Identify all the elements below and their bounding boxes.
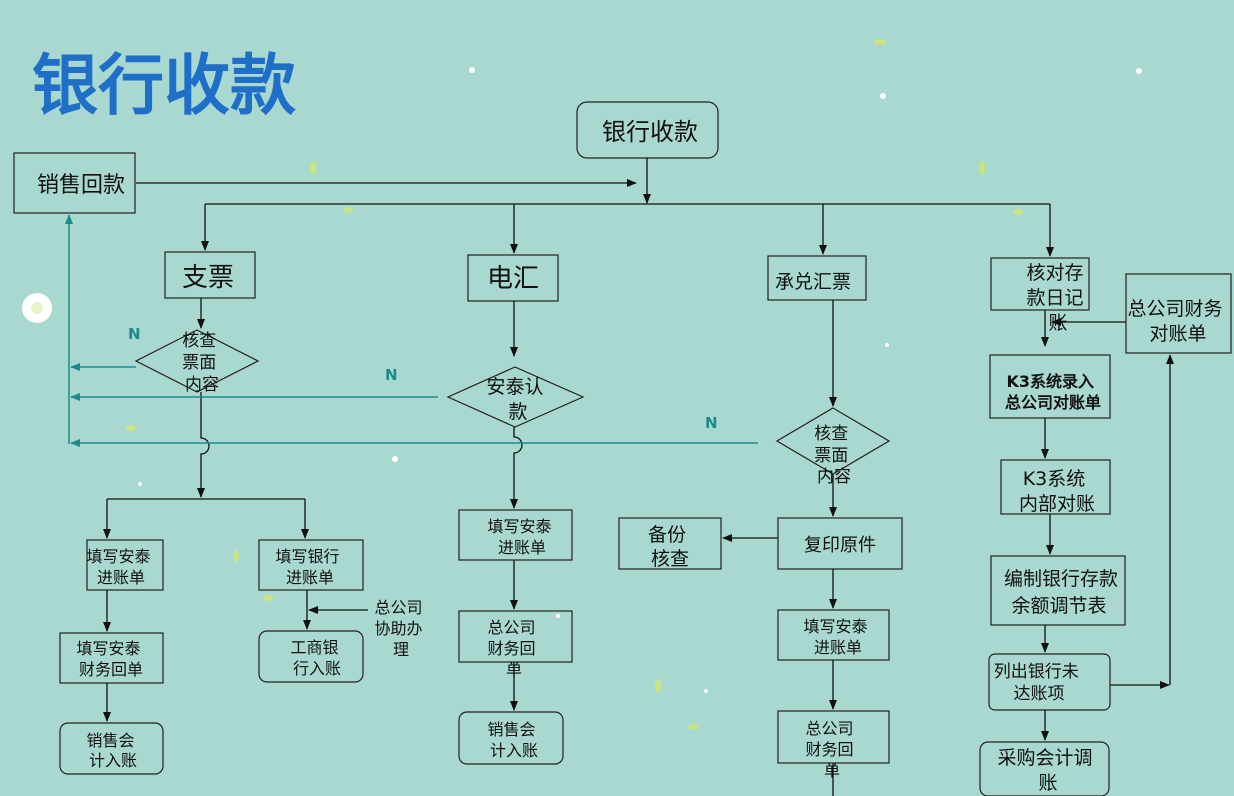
node-check-sales-accountant bbox=[59, 722, 164, 775]
node-list-outstanding bbox=[988, 653, 1111, 711]
label-wire: 电汇 bbox=[487, 264, 539, 294]
label-backup-verify: 备份 核查 bbox=[648, 524, 692, 570]
node-k3-internal bbox=[1000, 459, 1111, 515]
n-label-wire: N bbox=[385, 366, 398, 384]
label-sales-return: 销售回款 bbox=[37, 173, 125, 198]
label-wire-confirm: 安泰认 款 bbox=[486, 376, 549, 423]
label-acceptance-bill: 承兑汇票 bbox=[775, 271, 851, 293]
label-k3-entry: K3系统录入 总公司对账单 bbox=[1005, 372, 1101, 412]
label-k3-internal: K3系统 内部对账 bbox=[1019, 468, 1095, 515]
label-wire-hq-finance: 总公司 财务回 单 bbox=[487, 618, 540, 679]
edge-confirm-to-fill bbox=[510, 427, 523, 509]
flower-icon bbox=[22, 293, 52, 323]
node-check-fill-bank bbox=[258, 539, 364, 591]
label-wire-sales-accountant: 销售会 计入账 bbox=[487, 720, 540, 760]
node-hq-statement bbox=[1125, 273, 1232, 354]
label-bill-hq-finance: 总公司 财务回 单 bbox=[805, 719, 858, 780]
edge-check-verify-down bbox=[197, 392, 210, 498]
node-purchase-accountant bbox=[979, 741, 1110, 796]
label-bill-fill-antai: 填写安泰 进账单 bbox=[803, 617, 872, 657]
label-prepare-reconciliation: 编制银行存款 余额调节表 bbox=[1004, 568, 1124, 617]
node-verify-deposit-journal bbox=[990, 257, 1090, 311]
label-check-fill-bank: 填写银行 进账单 bbox=[275, 547, 344, 587]
decorative-dots bbox=[138, 67, 1142, 693]
node-backup-verify bbox=[618, 517, 722, 570]
node-wire-hq-finance bbox=[458, 610, 573, 663]
node-wire-antai-confirm bbox=[446, 366, 585, 428]
label-check-icbc-entry: 工商银 行入账 bbox=[290, 638, 343, 678]
label-check: 支票 bbox=[182, 263, 234, 293]
node-check-fill-antai-finance bbox=[59, 632, 164, 684]
node-wire-sales-accountant bbox=[458, 711, 564, 765]
label-copy-original: 复印原件 bbox=[804, 535, 876, 556]
node-k3-entry bbox=[989, 354, 1111, 419]
n-label-bill: N bbox=[705, 414, 718, 432]
label-check-sales-accountant: 销售会 计入账 bbox=[86, 731, 139, 770]
node-check-fill-antai bbox=[86, 539, 164, 591]
node-check bbox=[164, 251, 256, 299]
label-hq-assist: 总公司 协助办 理 bbox=[374, 598, 427, 659]
label-bill-verify: 核查 票面 内容 bbox=[814, 424, 853, 487]
node-check-icbc-entry bbox=[258, 630, 364, 683]
label-check-fill-antai-finance: 填写安泰 财务回单 bbox=[76, 639, 145, 679]
node-sales-return bbox=[13, 152, 136, 214]
page-title: 银行收款 bbox=[32, 47, 296, 124]
node-wire-fill-antai bbox=[458, 509, 573, 561]
node-acceptance-bill bbox=[767, 255, 867, 301]
label-wire-fill-antai: 填写安泰 进账单 bbox=[487, 517, 556, 557]
label-verify-journal: 核对存 款日记 账 bbox=[1026, 262, 1089, 334]
label-purchase-accountant: 采购会计调 账 bbox=[997, 747, 1098, 794]
decorative-petals bbox=[126, 39, 1023, 730]
label-bank-receipt: 银行收款 bbox=[602, 118, 698, 146]
node-check-verify-face bbox=[134, 329, 260, 393]
label-hq-statement: 总公司财务 对账单 bbox=[1127, 298, 1228, 345]
label-list-outstanding: 列出银行未 达账项 bbox=[994, 662, 1084, 704]
node-prepare-reconciliation bbox=[990, 555, 1126, 626]
node-copy-original bbox=[777, 517, 903, 570]
label-check-verify: 核查 票面 内容 bbox=[182, 331, 221, 395]
label-check-fill-antai: 填写安泰 进账单 bbox=[86, 547, 155, 587]
n-label-check: N bbox=[128, 325, 141, 343]
node-wire bbox=[467, 254, 559, 302]
